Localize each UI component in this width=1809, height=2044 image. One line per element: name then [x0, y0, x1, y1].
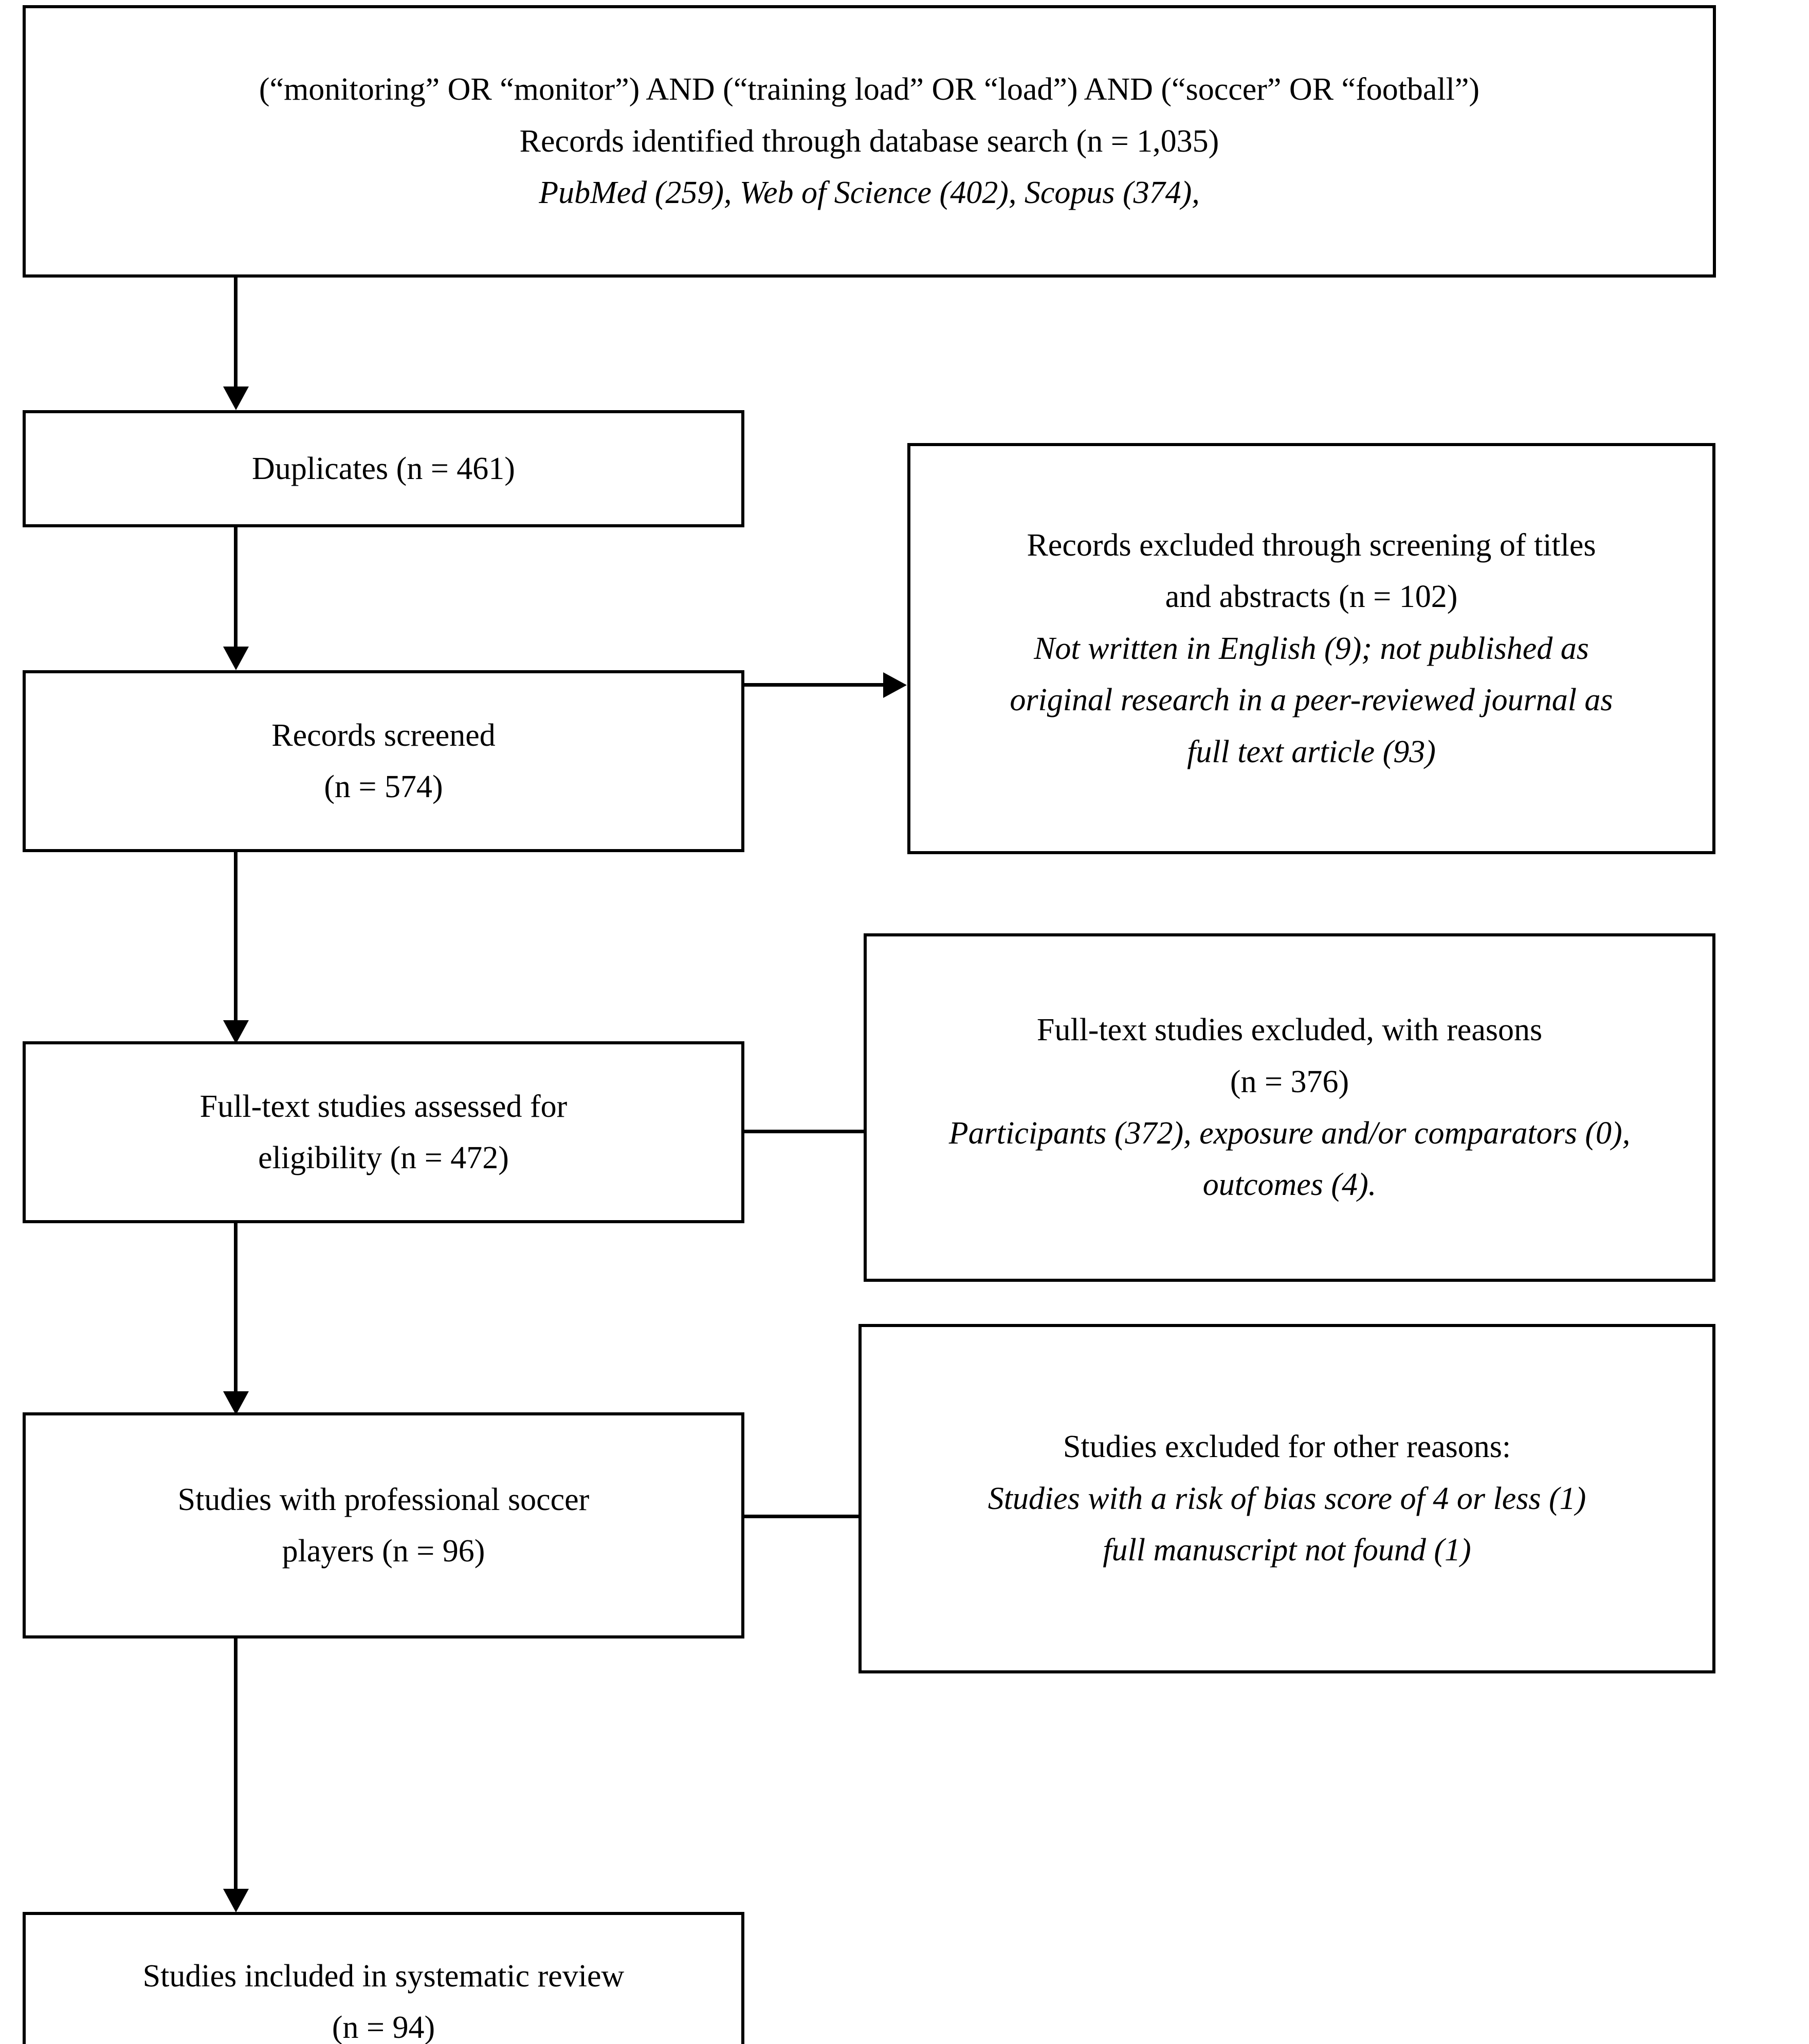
connector-professional-players-to-included: [234, 1638, 237, 1890]
professional-players-line-2: players (n = 96): [282, 1534, 485, 1569]
identification-line-2: Records identified through database sear…: [519, 123, 1219, 159]
connector-fulltext-assessed-to-fulltext-excluded: [744, 1130, 870, 1133]
fulltext-excluded-line-3: Participants (372), exposure and/or comp…: [948, 1116, 1631, 1151]
node-identification: (“monitoring” OR “monitor”) AND (“traini…: [23, 5, 1716, 278]
fulltext-assessed-line-1: Full-text studies assessed for: [199, 1089, 568, 1124]
identification-line-3: PubMed (259), Web of Science (402), Scop…: [539, 175, 1200, 211]
arrowhead-records-screened-to-fulltext-assessed: [223, 1020, 249, 1044]
arrowhead-duplicates-to-records-screened: [223, 647, 249, 670]
records-excluded-line-5: full text article (93): [1187, 734, 1436, 769]
records-excluded-line-3: Not written in English (9); not publishe…: [1034, 631, 1589, 666]
included-line-2: (n = 94): [332, 2010, 435, 2044]
connector-records-screened-to-records-excluded: [744, 683, 887, 687]
node-records-screened: Records screened (n = 574): [23, 670, 744, 852]
arrowhead-records-screened-to-records-excluded: [883, 672, 907, 698]
records-screened-line-2: (n = 574): [324, 769, 443, 804]
connector-professional-players-to-other-reasons: [744, 1515, 865, 1518]
fulltext-excluded-line-2: (n = 376): [1230, 1064, 1349, 1099]
connector-identification-to-duplicates: [234, 278, 237, 390]
node-duplicates: Duplicates (n = 461): [23, 410, 744, 527]
records-screened-line-1: Records screened: [271, 717, 496, 753]
records-excluded-line-1: Records excluded through screening of ti…: [1027, 527, 1596, 563]
node-records-excluded: Records excluded through screening of ti…: [907, 443, 1715, 854]
other-reasons-line-3: full manuscript not found (1): [1103, 1533, 1471, 1568]
arrowhead-fulltext-assessed-to-professional-players: [223, 1391, 249, 1415]
included-line-1: Studies included in systematic review: [142, 1958, 625, 1994]
fulltext-excluded-line-4: outcomes (4).: [1202, 1167, 1377, 1203]
connector-records-screened-to-fulltext-assessed: [234, 852, 237, 1022]
connector-fulltext-assessed-to-professional-players: [234, 1223, 237, 1393]
node-included: Studies included in systematic review (n…: [23, 1912, 744, 2044]
records-excluded-line-2: and abstracts (n = 102): [1165, 579, 1458, 615]
connector-duplicates-to-records-screened: [234, 527, 237, 648]
identification-line-1: (“monitoring” OR “monitor”) AND (“traini…: [259, 72, 1480, 107]
duplicates-line-1: Duplicates (n = 461): [252, 451, 515, 486]
fulltext-assessed-line-2: eligibility (n = 472): [258, 1140, 509, 1175]
arrowhead-identification-to-duplicates: [223, 386, 249, 410]
other-reasons-line-1: Studies excluded for other reasons:: [1063, 1429, 1511, 1465]
node-other-reasons: Studies excluded for other reasons: Stud…: [858, 1324, 1715, 1673]
professional-players-line-1: Studies with professional soccer: [177, 1482, 590, 1517]
node-professional-players: Studies with professional soccer players…: [23, 1412, 744, 1638]
other-reasons-line-2: Studies with a risk of bias score of 4 o…: [988, 1481, 1586, 1516]
records-excluded-line-4: original research in a peer-reviewed jou…: [1010, 683, 1613, 718]
node-fulltext-assessed: Full-text studies assessed for eligibili…: [23, 1041, 744, 1223]
fulltext-excluded-line-1: Full-text studies excluded, with reasons: [1036, 1012, 1543, 1048]
arrowhead-professional-players-to-included: [223, 1889, 249, 1912]
node-fulltext-excluded: Full-text studies excluded, with reasons…: [864, 933, 1715, 1282]
